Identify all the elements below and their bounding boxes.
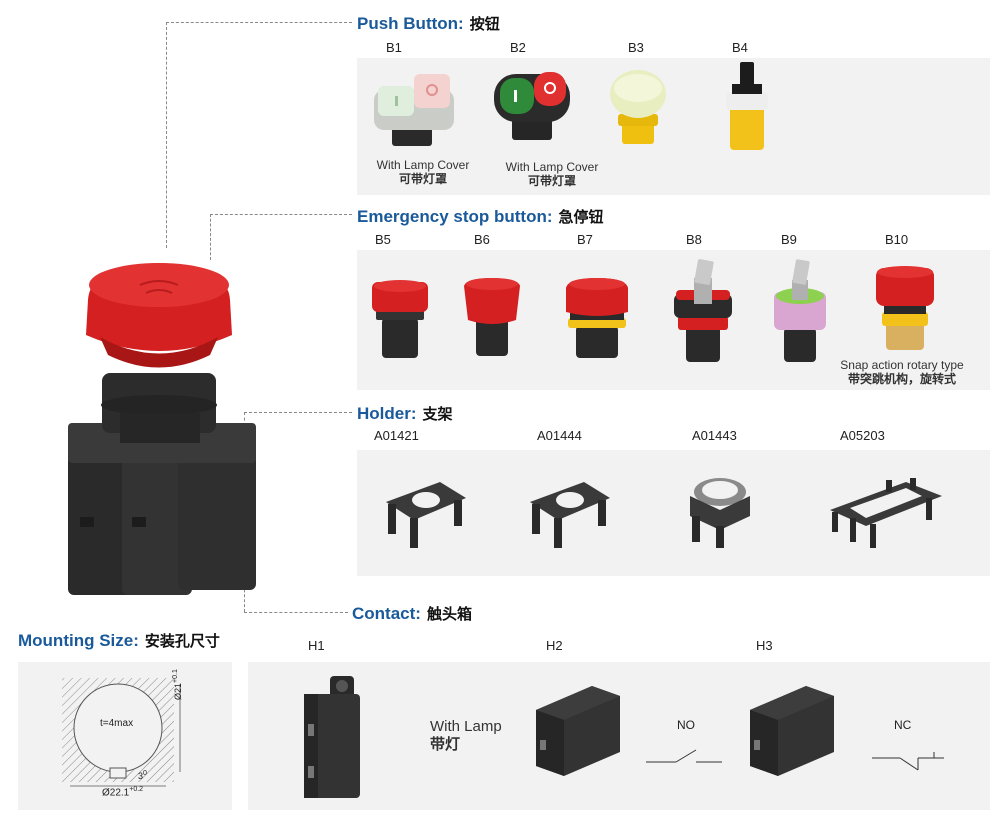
estop-b10-caption: Snap action rotary type 带突跳机构，旋转式 [832,358,972,386]
holder-a01443-image [690,478,750,548]
contact-h2-label: NO [677,718,695,732]
estop-b10-caption-en: Snap action rotary type [840,358,964,372]
holder-a05203-image [830,478,942,548]
mounting-width-dim: Ø22.1+0.2 [102,786,143,798]
contact-h1-label-zh: 带灯 [430,736,461,753]
section-title-emergency-stop: Emergency stop button: 急停钮 [357,206,604,227]
estop-code-b5: B5 [375,232,391,247]
estop-title-zh: 急停钮 [558,209,604,226]
push-code-b3: B3 [628,40,644,55]
mounting-key-dim: 30 [138,770,147,781]
contact-code-h3: H3 [756,638,773,653]
holder-code-a01443: A01443 [692,428,737,443]
push-button-panel [357,58,990,195]
contact-title-zh: 触头箱 [426,606,472,623]
estop-b7-image [566,278,628,358]
push-code-b2: B2 [510,40,526,55]
estop-code-b10: B10 [885,232,909,247]
push-b1-caption-en: With Lamp Cover [376,158,470,172]
estop-code-b9: B9 [781,232,797,247]
leader-line-estop [210,214,211,260]
contact-h3-image [750,686,834,776]
leader-line-contact-h [244,612,348,613]
leader-line-push [166,22,167,248]
push-title: Push Button: [357,14,464,33]
contact-code-h2: H2 [546,638,563,653]
push-title-zh: 按钮 [469,16,500,33]
mounting-height-dim-value: Ø21 [173,682,183,700]
push-b1-caption-zh: 可带灯罩 [398,172,447,186]
estop-title: Emergency stop button: [357,207,553,226]
leader-line-push-h [166,22,352,23]
holder-title-zh: 支架 [422,406,453,423]
push-button-b2-image [494,72,570,140]
estop-code-b8: B8 [686,232,702,247]
holder-code-a01421: A01421 [374,428,419,443]
push-code-b4: B4 [732,40,748,55]
holder-code-a05203: A05203 [840,428,885,443]
section-title-push-button: Push Button: 按钮 [357,13,500,34]
mounting-height-dim-tol: +0.1 [172,669,179,683]
push-code-b1: B1 [386,40,402,55]
contact-h1-label-en: With Lamp [430,718,502,735]
estop-b9-image [774,259,826,362]
contact-h1-image [304,676,360,798]
mounting-title: Mounting Size: [18,631,139,650]
nc-contact-symbol [872,752,944,771]
mounting-key-dim-tol: 0 [143,770,147,777]
estop-b10-image [876,266,934,350]
section-title-holder: Holder: 支架 [357,403,453,424]
contact-h1-label: With Lamp 带灯 [430,718,510,754]
push-button-b1-image [374,74,454,146]
contact-h3-label: NC [894,718,912,732]
leader-line-estop-h [210,214,352,215]
push-b1-caption: With Lamp Cover 可带灯罩 [368,158,478,186]
leader-line-holder-h [244,412,352,413]
mounting-title-zh: 安装孔尺寸 [144,633,220,650]
estop-code-b7: B7 [577,232,593,247]
push-button-b3-image [610,70,666,144]
holder-code-a01444: A01444 [537,428,582,443]
estop-code-b6: B6 [474,232,490,247]
estop-b5-image [372,280,428,358]
push-b2-caption-zh: 可带灯罩 [527,174,576,188]
push-b2-caption-en: With Lamp Cover [505,160,599,174]
mounting-height-dim: Ø21+0.1 [172,669,183,700]
section-title-mounting-size: Mounting Size: 安装孔尺寸 [18,630,220,651]
estop-b6-image [464,278,520,356]
section-title-contact: Contact: 触头箱 [352,603,472,624]
holder-a01444-image [530,482,610,548]
mounting-width-dim-value: Ø22.1 [102,787,130,799]
mounting-width-dim-tol: +0.2 [129,786,144,793]
mounting-hole-diagram [62,678,181,787]
contact-code-h1: H1 [308,638,325,653]
holder-title: Holder: [357,404,417,423]
push-b2-caption: With Lamp Cover 可带灯罩 [498,160,606,188]
mounting-key-dim-value: 3 [138,771,144,781]
contact-h2-image [536,686,620,776]
estop-b10-caption-zh: 带突跳机构，旋转式 [847,372,956,386]
leader-line-holder [244,412,245,432]
holder-a01421-image [386,482,466,548]
push-button-b4-image [726,62,768,150]
no-contact-symbol [646,749,722,763]
main-estop-assembly-illustration [68,263,256,595]
mounting-thickness-label: t=4max [100,718,134,729]
contact-title: Contact: [352,604,421,623]
estop-b8-image [674,259,732,362]
